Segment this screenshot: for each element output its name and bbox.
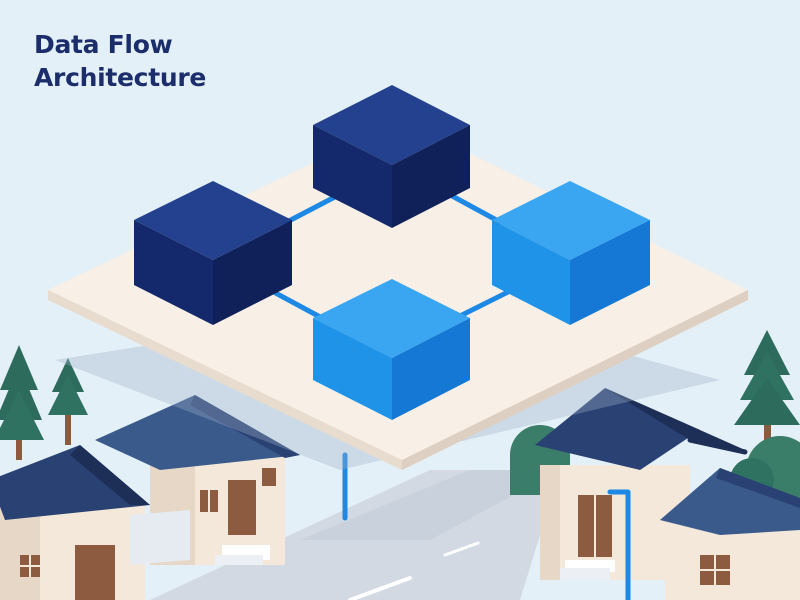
node-top [313,85,470,228]
pipe-right [607,489,631,600]
road [150,470,560,600]
house-left-front [0,445,150,600]
house-right-front [660,468,800,600]
tree-right [734,330,800,448]
tree-left-2 [48,358,88,445]
node-right [492,181,650,325]
tree-left-1 [0,345,44,460]
wall-left [130,510,190,565]
node-left [134,181,292,325]
title-line-2: Architecture [34,63,207,92]
house-right-back [535,388,748,580]
diagram-title: Data Flow Architecture [34,28,206,94]
title-line-1: Data Flow [34,30,173,59]
road-marking [443,541,480,557]
node-bottom [313,279,470,420]
road-marking [348,576,412,600]
